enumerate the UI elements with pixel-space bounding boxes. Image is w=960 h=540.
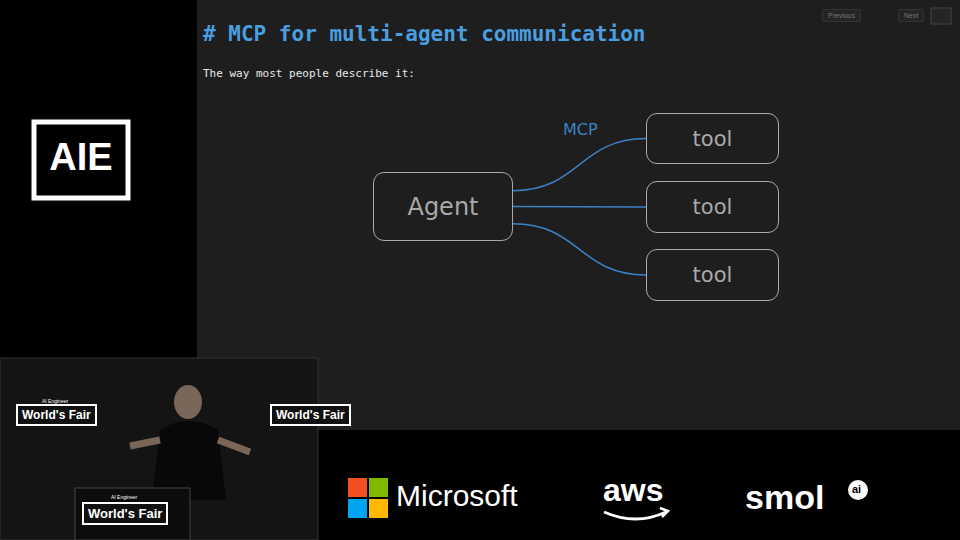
nav-button — [931, 8, 951, 24]
box-text: Agent — [407, 193, 478, 221]
tool-box: tool — [646, 181, 779, 233]
connector-line — [513, 139, 646, 191]
sponsor-logo-text: ai — [852, 483, 861, 495]
logo-arrowhead — [660, 508, 668, 517]
speaker-arms — [130, 440, 250, 452]
podium-text: AI Engineer — [111, 494, 137, 500]
sponsor-logo-text: aws — [603, 472, 663, 509]
podium — [75, 488, 190, 540]
sponsor-logo-text: Microsoft — [396, 479, 518, 513]
subtitle-text: The way most people describe it: — [203, 67, 415, 80]
logo-text: AIE — [34, 136, 128, 179]
box-text: tool — [693, 195, 733, 219]
box-text: tool — [693, 263, 733, 287]
podium-text: World's Fair — [82, 502, 168, 525]
logo-smile — [604, 512, 666, 519]
connector-line — [513, 206, 646, 208]
connector-line — [513, 224, 646, 275]
nav-button-text: Previous — [822, 9, 861, 22]
logo-badge — [848, 480, 868, 500]
connector-label: MCP — [563, 120, 598, 139]
video-frame — [0, 358, 318, 540]
video-border — [0, 358, 318, 540]
logo-square — [369, 499, 388, 518]
slide-title: # MCP for multi-agent communication — [203, 22, 646, 46]
tool-box: tool — [646, 113, 779, 164]
logo-square — [348, 478, 367, 497]
nav-button-text: Next — [898, 9, 924, 22]
tool-box: tool — [646, 249, 779, 301]
logo-square — [369, 478, 388, 497]
logo-frame — [34, 122, 128, 198]
banner-text: World's Fair — [270, 404, 351, 426]
sponsor-logo-text: smol — [745, 478, 824, 517]
speaker-head — [174, 385, 202, 419]
box-text: tool — [693, 127, 733, 151]
banner-text: World's Fair — [16, 404, 97, 426]
agent-box: Agent — [373, 172, 513, 241]
logo-square — [348, 499, 367, 518]
